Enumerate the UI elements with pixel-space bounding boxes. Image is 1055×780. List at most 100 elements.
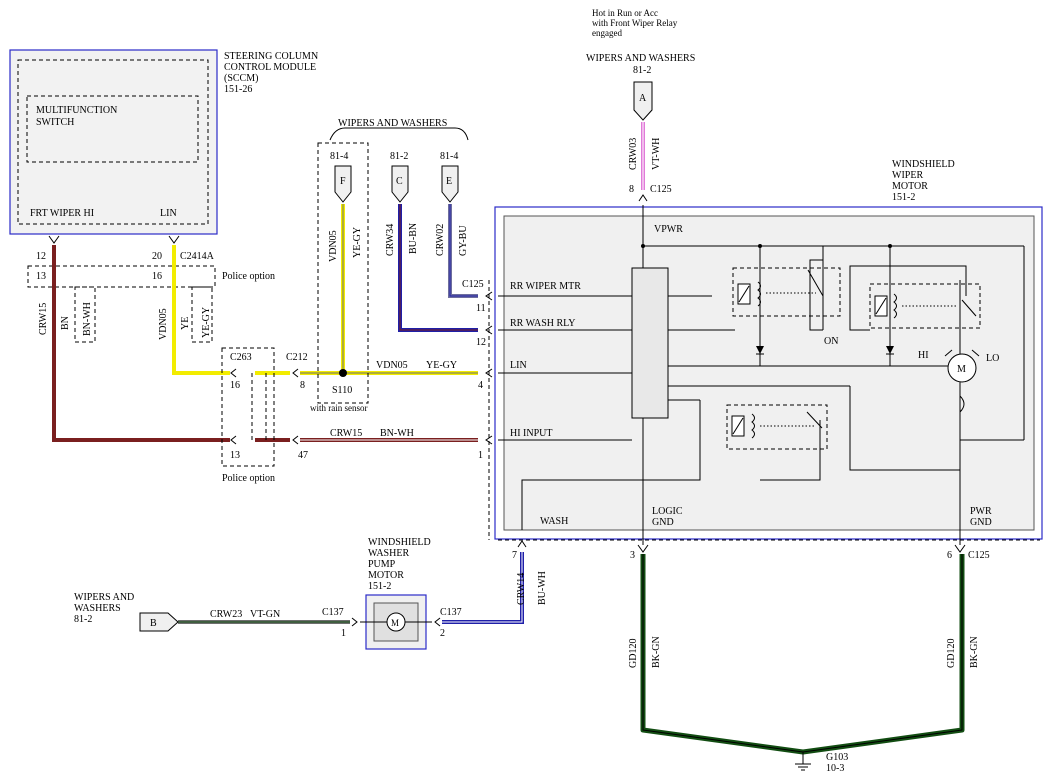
relay-1-return <box>809 259 823 331</box>
relay-2-coil-diag <box>875 297 887 315</box>
ye-label: YE <box>180 317 191 330</box>
pwr-gnd-1: PWR <box>970 506 992 517</box>
pump-title-4: MOTOR <box>368 570 404 581</box>
refs-group-brace <box>329 127 469 141</box>
wire-gd120-stripe <box>642 554 963 753</box>
ground-name: G103 <box>826 752 848 763</box>
ref-b-letter: B <box>150 618 157 629</box>
pin-12-label: 12 <box>36 251 46 262</box>
police-option-yegy-box <box>191 286 213 343</box>
ye-gy-ref-label: YE-GY <box>352 227 363 258</box>
int-wash-relay <box>760 420 821 481</box>
vt-gn-label: VT-GN <box>250 609 280 620</box>
bu-bn-label: BU-BN <box>408 223 419 254</box>
pin-1-pump-label: 1 <box>341 628 346 639</box>
relay-1-winding-icon <box>757 281 761 307</box>
with-rain-sensor-label: with rain sensor <box>310 403 368 413</box>
motor-title-3: MOTOR <box>892 181 928 192</box>
sccm-pin20-arrow <box>168 235 180 244</box>
top-ref-page: 81-2 <box>633 65 651 76</box>
bottom-ref-page: 81-2 <box>74 614 92 625</box>
pin-13b-label: 13 <box>230 450 240 461</box>
c212-label: C212 <box>286 352 308 363</box>
crw15-horizontal-label: CRW15 <box>330 428 362 439</box>
multifunction-label: MULTIFUNCTION <box>36 105 117 116</box>
bk-gn-left-label: BK-GN <box>651 636 662 668</box>
c125-bottom-label: C125 <box>968 550 990 561</box>
c2414a-label: C2414A <box>180 251 215 262</box>
police-option-bottom-label: Police option <box>222 473 275 484</box>
ref-c-page: 81-2 <box>390 151 408 162</box>
ref-a-connector[interactable] <box>633 81 653 121</box>
pin-1-label: 1 <box>478 450 483 461</box>
pin-20-label: 20 <box>152 251 162 262</box>
lo-label: LO <box>986 353 999 364</box>
wire-crw34-stripe <box>399 204 478 331</box>
vpwr-node <box>641 244 645 248</box>
motor-title-1: WINDSHIELD <box>892 159 955 170</box>
gd120-right-label: GD120 <box>946 639 957 668</box>
bu-wh-label: BU-WH <box>537 571 548 605</box>
pump-title-2: WASHER <box>368 548 409 559</box>
hi-input-label: HI INPUT <box>510 428 553 439</box>
logic-gnd-2: GND <box>652 517 674 528</box>
wiper-motor-icon <box>947 353 977 383</box>
ref-f-letter: F <box>340 176 346 187</box>
c125-1-arrow <box>485 435 493 445</box>
gd120-left-label: GD120 <box>628 639 639 668</box>
splice-s110 <box>339 369 347 377</box>
logic-controller-block <box>631 267 669 419</box>
ye-gy-label: YE-GY <box>201 307 212 338</box>
pump-title-1: WINDSHIELD <box>368 537 431 548</box>
sccm-page: 151-26 <box>224 84 252 95</box>
c137-2-arrow <box>434 617 441 627</box>
pump-page: 151-2 <box>368 581 391 592</box>
ref-e-page: 81-4 <box>440 151 458 162</box>
c125-3-arrow <box>637 544 649 553</box>
int-hi-line <box>849 386 960 471</box>
rain-sensor-dashed-box <box>317 142 369 404</box>
ref-c-letter: C <box>396 176 403 187</box>
police-option-bnwh-box <box>74 286 96 343</box>
pump-title-3: PUMP <box>368 559 396 570</box>
c137-left-label: C137 <box>322 607 344 618</box>
ref-f-connector[interactable] <box>334 165 352 203</box>
pin-11-label: 11 <box>476 303 486 314</box>
c125-8-arrow <box>638 194 648 202</box>
c212-47-arrow <box>292 435 299 445</box>
vdn05-horizontal-label: VDN05 <box>376 360 408 371</box>
bn-wh-label: BN-WH <box>82 302 93 336</box>
c125-4-arrow <box>485 368 493 378</box>
crw34-label: CRW34 <box>385 224 396 256</box>
vt-wh-label: VT-WH <box>651 138 662 170</box>
pin-7-label: 7 <box>512 550 517 561</box>
wire-crw15-brown <box>52 245 230 442</box>
pin-2-pump-label: 2 <box>440 628 445 639</box>
c125-7-arrow <box>517 540 527 548</box>
wiper-motor-m: M <box>957 364 966 375</box>
refs-group-label: WIPERS AND WASHERS <box>338 118 447 129</box>
ref-c-connector[interactable] <box>391 165 409 203</box>
hot-note-1: Hot in Run or Acc <box>592 8 658 18</box>
hot-note-3: engaged <box>592 28 622 38</box>
bn-label: BN <box>60 316 71 330</box>
hot-note-2: with Front Wiper Relay <box>592 18 678 28</box>
rr-wiper-mtr-label: RR WIPER MTR <box>510 281 581 292</box>
c212-8-arrow <box>292 368 299 378</box>
ref-e-connector[interactable] <box>441 165 459 203</box>
relay-2-winding-icon <box>893 293 897 319</box>
relay-1-coil-diag <box>738 285 750 303</box>
pin-47-label: 47 <box>298 450 308 461</box>
crw02-label: CRW02 <box>435 224 446 256</box>
ref-b-connector[interactable] <box>139 612 179 632</box>
int-wash-line <box>521 400 701 530</box>
c125-12-arrow <box>485 325 493 335</box>
wire-vdn05-yellow <box>172 245 230 375</box>
bk-gn-right-label: BK-GN <box>969 636 980 668</box>
rr-wash-rly-label: RR WASH RLY <box>510 318 576 329</box>
diode-1-icon <box>756 346 764 354</box>
wire-crw02-stripe <box>449 204 478 297</box>
pin-6-label: 6 <box>947 550 952 561</box>
pwr-gnd-2: GND <box>970 517 992 528</box>
sccm-title-3: (SCCM) <box>224 73 258 84</box>
